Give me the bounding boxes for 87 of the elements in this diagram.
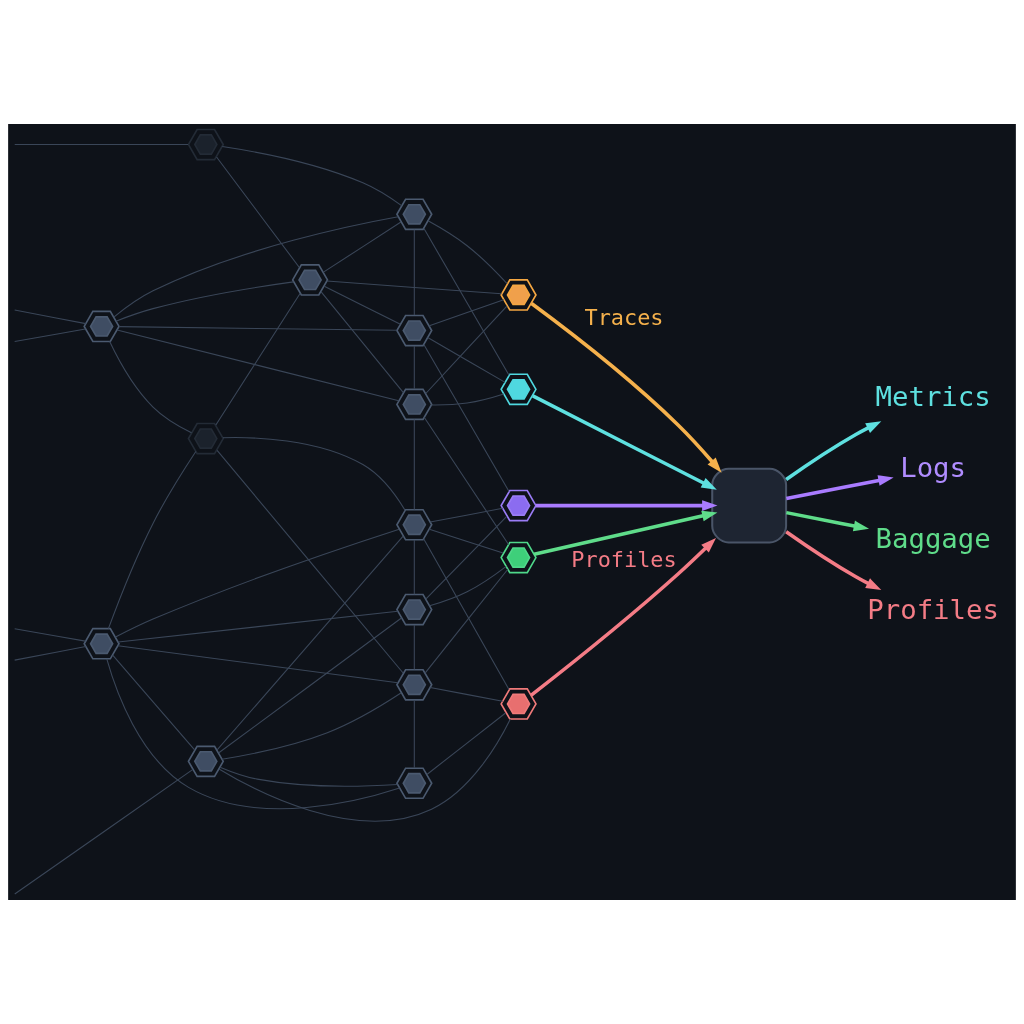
connector bbox=[118, 326, 398, 331]
connector bbox=[413, 624, 415, 671]
connector bbox=[429, 686, 504, 702]
connector bbox=[427, 220, 508, 285]
node-text: Logs bbox=[900, 451, 967, 483]
node-hexagon bbox=[395, 508, 433, 541]
arrow bbox=[532, 394, 717, 490]
connector bbox=[115, 281, 295, 322]
node-hexagon bbox=[83, 627, 120, 660]
node-text: Metrics bbox=[875, 380, 991, 412]
node-hexagon bbox=[395, 198, 433, 231]
connector bbox=[326, 280, 503, 295]
connector bbox=[428, 528, 504, 554]
connector bbox=[425, 516, 508, 600]
node-hexagon bbox=[500, 373, 537, 406]
node-hexagon bbox=[291, 264, 329, 296]
connector bbox=[426, 712, 507, 775]
connector bbox=[117, 645, 399, 684]
connector bbox=[424, 568, 509, 674]
node-hexagon bbox=[395, 314, 433, 347]
node-text: Profiles bbox=[867, 594, 999, 626]
connector bbox=[112, 654, 196, 751]
node-hexagon bbox=[395, 668, 433, 701]
connector bbox=[117, 610, 399, 643]
connector bbox=[115, 528, 400, 638]
node-box bbox=[711, 467, 788, 544]
node-hexagon bbox=[500, 489, 537, 522]
connector bbox=[14, 143, 189, 146]
connector bbox=[430, 393, 505, 406]
node-hexagon bbox=[187, 128, 225, 161]
node-hexagon bbox=[83, 310, 120, 343]
connector bbox=[425, 305, 508, 395]
connector bbox=[423, 344, 510, 493]
connector bbox=[219, 766, 398, 787]
node-hexagon bbox=[500, 279, 537, 311]
connector bbox=[216, 535, 404, 751]
connector bbox=[106, 658, 401, 810]
connector bbox=[322, 221, 402, 273]
connector bbox=[215, 292, 301, 426]
connector bbox=[14, 628, 86, 642]
connector bbox=[113, 216, 399, 318]
connector bbox=[116, 329, 400, 402]
edge-label: Profiles bbox=[571, 546, 677, 572]
connector bbox=[216, 156, 300, 268]
connector bbox=[413, 345, 415, 390]
connector bbox=[423, 416, 510, 546]
connector bbox=[14, 768, 194, 895]
connector bbox=[14, 309, 87, 325]
connector bbox=[221, 146, 403, 207]
connector bbox=[413, 699, 415, 769]
node-hexagon bbox=[500, 688, 537, 720]
connector bbox=[428, 299, 505, 327]
edge-label: Traces bbox=[584, 304, 664, 330]
connector bbox=[323, 285, 401, 325]
connector bbox=[218, 718, 511, 822]
connector bbox=[427, 336, 506, 383]
connector bbox=[14, 328, 86, 342]
connector bbox=[413, 419, 415, 511]
arrow bbox=[535, 500, 718, 511]
node-hexagon bbox=[187, 745, 225, 778]
connector bbox=[216, 449, 404, 674]
connector bbox=[222, 437, 406, 511]
node-hexagon bbox=[500, 541, 537, 574]
arrow bbox=[785, 421, 882, 481]
connector bbox=[320, 291, 404, 394]
arrow bbox=[530, 302, 722, 473]
arrow bbox=[786, 475, 894, 501]
arrow bbox=[786, 510, 870, 532]
connector bbox=[218, 617, 402, 754]
connector bbox=[221, 692, 402, 760]
connector bbox=[413, 539, 415, 595]
connector bbox=[429, 565, 507, 607]
node-hexagon bbox=[395, 767, 433, 800]
connector bbox=[423, 228, 510, 376]
connector bbox=[423, 538, 510, 690]
node-text: Baggage bbox=[875, 523, 991, 554]
connector bbox=[429, 507, 504, 523]
arrow bbox=[533, 510, 718, 557]
arrow bbox=[530, 537, 716, 697]
node-hexagon bbox=[395, 388, 433, 421]
connector bbox=[107, 450, 197, 630]
arrow bbox=[785, 530, 882, 591]
connector bbox=[413, 229, 415, 316]
connector bbox=[14, 645, 87, 661]
node-hexagon bbox=[395, 593, 433, 626]
node-hexagon bbox=[187, 422, 225, 455]
connector bbox=[109, 341, 193, 434]
